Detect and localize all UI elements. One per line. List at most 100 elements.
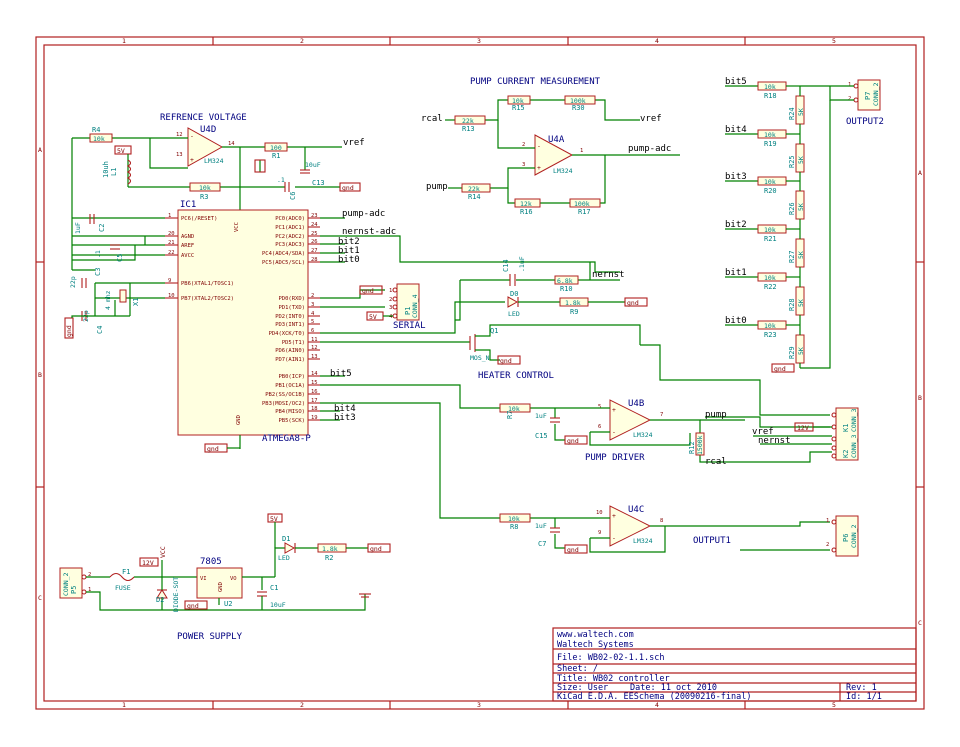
net-vref-k: vref — [752, 427, 774, 437]
svg-text:FUSE: FUSE — [115, 584, 131, 592]
u4d-ref: U4D — [200, 125, 216, 135]
svg-text:10k: 10k — [512, 97, 524, 105]
tb-title: Title: WB02 controller — [557, 674, 670, 684]
mcu-pin-num: 5 — [311, 319, 314, 325]
mcu-name: ATMEGA8-P — [262, 434, 311, 444]
series-resistor-ref: R23 — [764, 331, 777, 339]
svg-text:3: 3 — [389, 305, 392, 311]
net-pump-driver: pump — [705, 410, 727, 420]
svg-text:100k: 100k — [574, 200, 590, 208]
net-nernst-k: nernst — [758, 436, 791, 446]
svg-text:8: 8 — [660, 518, 663, 524]
gnd-flag-mcu: gnd — [204, 443, 240, 453]
row-label-c-r: C — [918, 619, 922, 627]
svg-text:1: 1 — [848, 82, 851, 88]
net-pump-in: pump — [426, 182, 448, 192]
resistor-r10: 6.8k R10 — [554, 275, 579, 293]
mcu-pin-name: PC3(ADC3) — [275, 242, 305, 248]
capacitor-c13: 10uF C13 — [300, 161, 325, 187]
net-rcal-driver: rcal — [705, 457, 727, 467]
svg-text:10uF: 10uF — [305, 161, 321, 169]
resistor-r30: 100k R30 — [564, 95, 596, 112]
svg-text:gnd: gnd — [342, 184, 354, 192]
svg-text:9: 9 — [598, 530, 601, 536]
svg-text:C3: C3 — [94, 268, 102, 276]
shunt-resistor-ref: R24 — [788, 107, 796, 120]
svg-text:C1: C1 — [270, 584, 278, 592]
mcu-pin-name: PB4(MISO) — [275, 409, 305, 415]
svg-text:CONN_2: CONN_2 — [850, 524, 858, 548]
svg-text:10k: 10k — [199, 184, 211, 192]
capacitor-c14: C14 .1uF — [502, 256, 526, 286]
svg-text:3: 3 — [522, 162, 525, 168]
mcu-pin-name: PD3(INT1) — [275, 322, 305, 328]
svg-text:+: + — [190, 156, 194, 164]
resistor-r12: R12 1500k — [688, 432, 705, 456]
svg-text:C7: C7 — [538, 540, 546, 548]
mcu-pin-name: PD0(RXD) — [279, 296, 306, 302]
net-pump-adc-mcu: pump-adc — [342, 209, 385, 219]
svg-text:.1uF: .1uF — [518, 256, 526, 272]
mcu-pin-num: 26 — [311, 239, 318, 245]
net-bit4-mcu: bit4 — [334, 404, 356, 414]
net-pump-adc-out: pump-adc — [628, 144, 671, 154]
mcu-pin-num: 6 — [311, 328, 314, 334]
svg-text:R4: R4 — [92, 126, 100, 134]
svg-text:P5: P5 — [70, 586, 78, 594]
svg-text:R8: R8 — [510, 523, 518, 531]
svg-text:C15: C15 — [535, 432, 548, 440]
resistor-r14: 22k R14 — [461, 183, 491, 201]
svg-text:1: 1 — [580, 148, 583, 154]
svg-text:12V: 12V — [142, 559, 154, 567]
title-output1: OUTPUT1 — [693, 536, 731, 546]
svg-text:LM324: LM324 — [633, 537, 653, 545]
svg-text:-: - — [612, 428, 616, 436]
svg-text:1.8k: 1.8k — [565, 299, 581, 307]
shunt-resistor-ref: R29 — [788, 346, 796, 359]
series-resistor-value: 10k — [764, 83, 776, 91]
opamp-u4b: +- U4B LM324 567 — [598, 399, 663, 441]
svg-text:5: 5 — [598, 404, 601, 410]
net-rcal-top: rcal — [421, 114, 443, 124]
svg-text:VO: VO — [230, 576, 237, 582]
svg-text:F1: F1 — [122, 568, 130, 576]
svg-text:R3: R3 — [200, 193, 208, 201]
svg-text:K1: K1 — [842, 424, 850, 432]
svg-text:1: 1 — [88, 587, 91, 593]
resistor-r4: R4 10k — [89, 126, 113, 143]
series-resistor-ref: R19 — [764, 140, 777, 148]
svg-text:GND: GND — [218, 582, 224, 592]
svg-text:P6: P6 — [842, 534, 850, 542]
svg-text:10uF: 10uF — [270, 601, 286, 609]
row-label-b-r: B — [918, 394, 922, 402]
mosfet-q1: Q1 MOS_N gnd — [469, 324, 641, 365]
connector-p1-serial: 12 34 P1 CONN_4 gnd 5V — [359, 283, 420, 321]
svg-text:P7: P7 — [864, 92, 872, 100]
shunt-resistor-ref: R26 — [788, 202, 796, 215]
svg-text:-: - — [537, 142, 541, 150]
row-label-a-r: A — [918, 169, 922, 177]
svg-text:gnd: gnd — [500, 357, 512, 365]
svg-text:LM324: LM324 — [553, 167, 573, 175]
svg-text:6: 6 — [598, 424, 601, 430]
net-bit2: bit2 — [725, 220, 747, 230]
mcu-pin-name: PB5(SCK) — [279, 418, 306, 424]
resistor-r17: 100k R17 — [569, 198, 601, 216]
svg-text:22k: 22k — [468, 185, 480, 193]
net-bit0: bit0 — [725, 316, 747, 326]
title-pump-current: PUMP CURRENT MEASUREMENT — [470, 77, 601, 87]
svg-text:-: - — [612, 534, 616, 542]
mcu-pin-num: 1 — [168, 213, 171, 219]
mcu-pin-name: PD7(AIN1) — [275, 357, 305, 363]
svg-text:2: 2 — [826, 542, 829, 548]
col-label-5b: 5 — [832, 701, 836, 709]
